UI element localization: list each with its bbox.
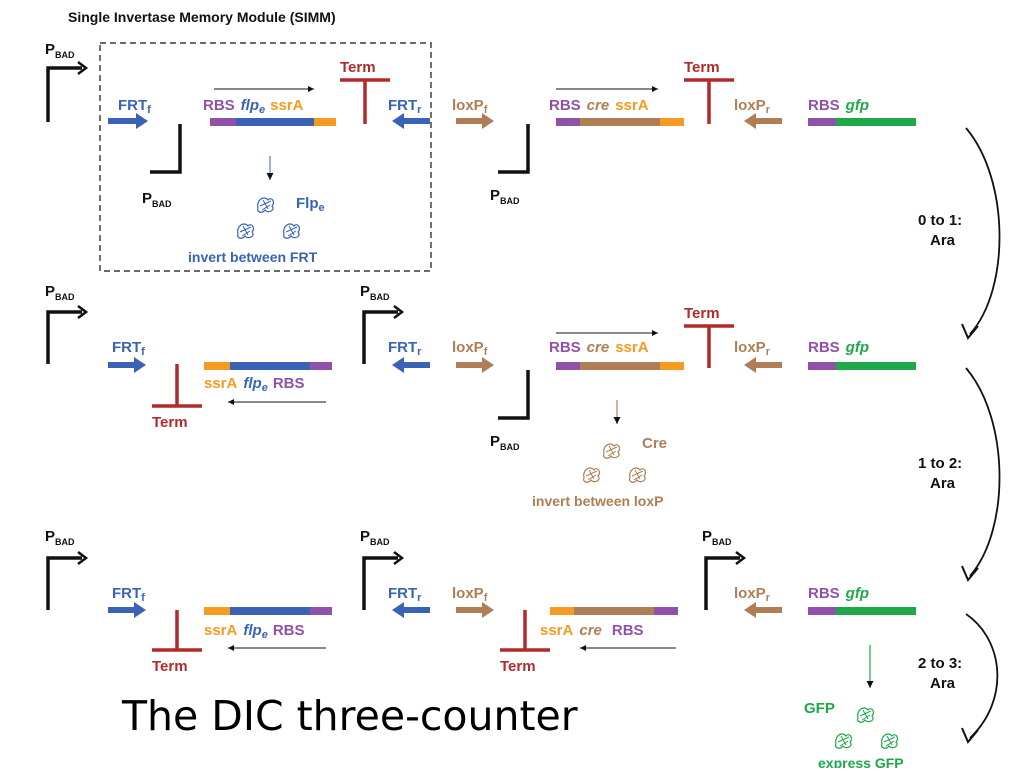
svg-text:FRTr: FRTr: [388, 585, 422, 604]
promoter-pbad-3: PBAD: [702, 528, 747, 610]
svg-text:Term: Term: [152, 658, 188, 675]
slide-caption: The DIC three-counter: [122, 692, 578, 740]
svg-text:Term: Term: [684, 305, 720, 322]
loxp-forward-site: loxPf: [452, 585, 494, 618]
svg-text:invert between loxP: invert between loxP: [532, 493, 663, 509]
svg-text:FRTf: FRTf: [118, 97, 151, 116]
svg-text:loxPf: loxPf: [452, 97, 488, 116]
terminator: Term: [684, 305, 734, 368]
flp-module-box: [99, 42, 432, 272]
flp-protein: Flpe invert between FRT: [188, 156, 325, 265]
svg-text:PBAD: PBAD: [702, 528, 732, 547]
svg-text:Term: Term: [152, 414, 188, 431]
terminator-inverted: Term: [152, 364, 202, 431]
frt-forward-site: FRTf: [108, 585, 146, 618]
svg-text:loxPr: loxPr: [734, 339, 771, 358]
svg-text:PBAD: PBAD: [45, 283, 75, 302]
svg-text:GFP: GFP: [804, 700, 835, 717]
frt-forward-site: FRTf: [108, 339, 146, 373]
promoter-pbad-reverse-2: PBAD: [490, 124, 530, 206]
transition-0-1: 0 to 1: Ara: [918, 127, 1001, 340]
loxp-reverse-site: loxPr: [734, 339, 782, 373]
svg-text:FRTf: FRTf: [112, 339, 145, 358]
promoter-pbad: PBAD: [45, 283, 89, 364]
svg-text:PBAD: PBAD: [360, 283, 390, 302]
frt-forward-site: FRTf: [108, 97, 151, 129]
svg-text:loxPf: loxPf: [452, 585, 488, 604]
promoter-pbad-reverse: PBAD: [490, 370, 530, 452]
svg-text:PBAD: PBAD: [490, 433, 520, 452]
svg-text:1 to 2:: 1 to 2:: [918, 455, 962, 472]
cre-protein: Cre invert between loxP: [532, 400, 667, 509]
svg-text:Term: Term: [340, 59, 376, 76]
svg-text:Flpe: Flpe: [296, 195, 325, 214]
terminator-2: Term: [684, 59, 734, 124]
svg-text:2 to 3:: 2 to 3:: [918, 655, 962, 672]
svg-text:Ara: Ara: [930, 675, 956, 692]
loxp-forward-site: loxPf: [452, 97, 494, 129]
terminator-inverted: Term: [152, 610, 202, 675]
transition-1-2: 1 to 2: Ara: [918, 367, 1001, 582]
frt-reverse-site: FRTr: [388, 97, 430, 129]
svg-text:Ara: Ara: [930, 475, 956, 492]
loxp-reverse-site: loxPr: [734, 97, 782, 129]
frt-reverse-site: FRTr: [388, 585, 430, 618]
svg-text:invert between FRT: invert between FRT: [188, 249, 318, 265]
promoter-pbad-reverse: PBAD: [142, 124, 182, 209]
frt-reverse-site: FRTr: [388, 339, 430, 373]
svg-text:Cre: Cre: [642, 435, 667, 452]
terminator-inverted-2: Term: [500, 610, 550, 675]
svg-text:0 to 1:: 0 to 1:: [918, 212, 962, 229]
gfp-protein: GFP express GFP: [804, 645, 904, 771]
svg-text:Term: Term: [684, 59, 720, 76]
svg-text:Ara: Ara: [930, 232, 956, 249]
svg-text:PBAD: PBAD: [490, 187, 520, 206]
transition-2-3: 2 to 3: Ara: [918, 613, 999, 744]
loxp-forward-site: loxPf: [452, 339, 494, 373]
promoter-pbad: PBAD: [45, 41, 89, 122]
svg-text:loxPr: loxPr: [734, 97, 771, 116]
svg-text:Term: Term: [500, 658, 536, 675]
svg-text:FRTr: FRTr: [388, 97, 422, 116]
svg-text:PBAD: PBAD: [45, 41, 75, 60]
promoter-pbad: PBAD: [45, 528, 89, 610]
loxp-reverse-site: loxPr: [734, 585, 782, 618]
svg-text:PBAD: PBAD: [45, 528, 75, 547]
svg-text:FRTr: FRTr: [388, 339, 422, 358]
svg-text:loxPr: loxPr: [734, 585, 771, 604]
svg-text:express GFP: express GFP: [818, 755, 904, 768]
terminator: Term: [340, 59, 390, 124]
svg-text:PBAD: PBAD: [142, 190, 172, 209]
diagram-title: Single Invertase Memory Module (SIMM): [68, 9, 336, 25]
svg-text:PBAD: PBAD: [360, 528, 390, 547]
svg-text:loxPf: loxPf: [452, 339, 488, 358]
svg-text:FRTf: FRTf: [112, 585, 145, 604]
promoter-pbad-2: PBAD: [360, 283, 405, 364]
promoter-pbad-2: PBAD: [360, 528, 405, 610]
